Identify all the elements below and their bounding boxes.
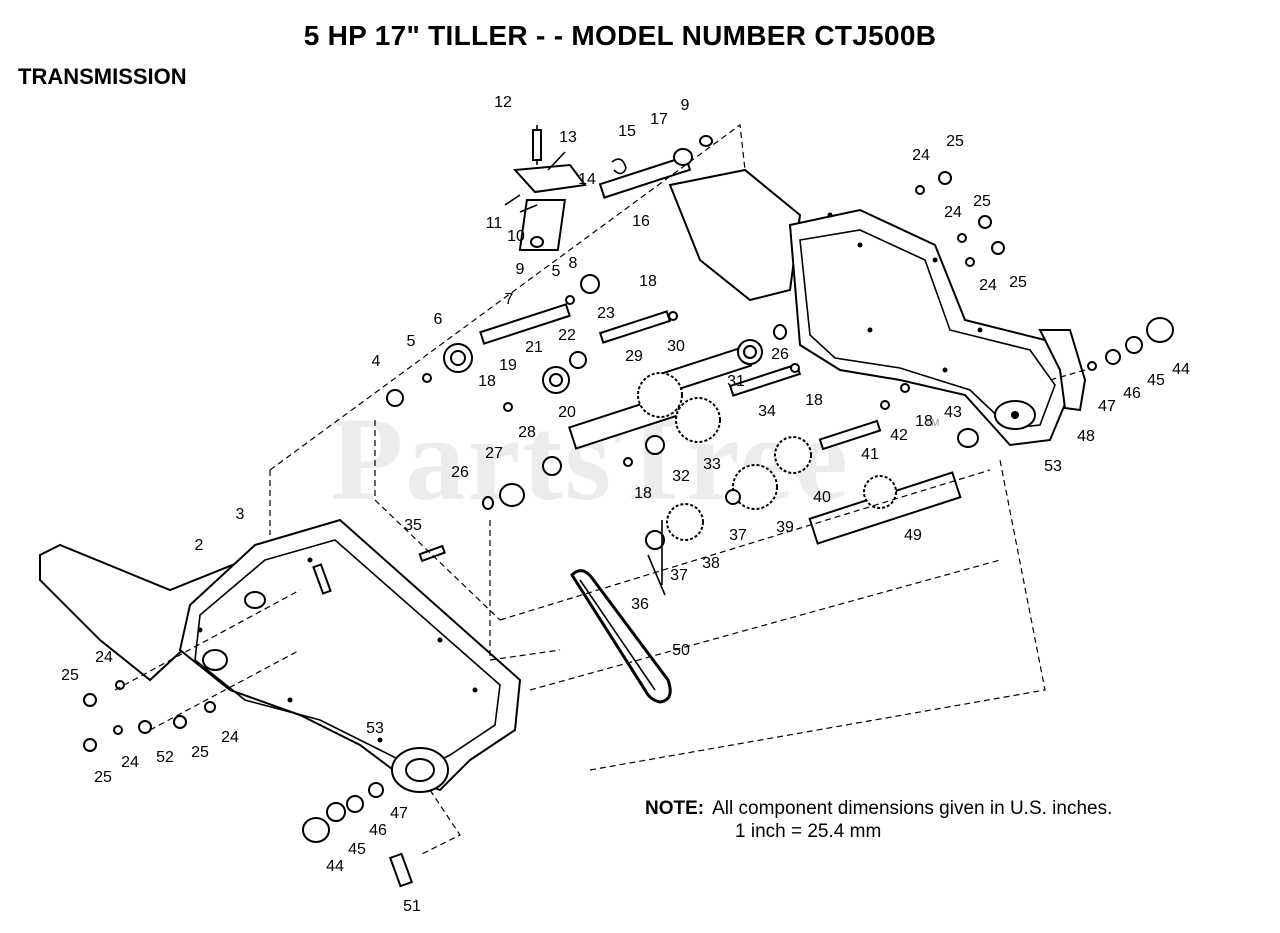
section-heading: TRANSMISSION — [18, 64, 187, 89]
callout-27: 27 — [485, 445, 503, 462]
leader-lines — [504, 151, 666, 596]
callout-28: 28 — [518, 424, 536, 441]
callout-31: 31 — [727, 373, 745, 390]
callout-41: 41 — [861, 446, 879, 463]
callout-18: 18 — [805, 392, 823, 409]
callout-34: 34 — [758, 403, 776, 420]
callout-43: 43 — [944, 404, 962, 421]
callout-15: 15 — [618, 123, 636, 140]
callout-51: 51 — [403, 898, 421, 915]
callout-12: 12 — [494, 94, 512, 111]
callout-16: 16 — [632, 213, 650, 230]
drive-chain — [570, 569, 672, 704]
callout-22: 22 — [558, 327, 576, 344]
callout-6: 6 — [433, 311, 443, 328]
callout-39: 39 — [776, 519, 794, 536]
callout-26: 26 — [771, 346, 789, 363]
callout-47: 47 — [1098, 398, 1116, 415]
callout-25: 25 — [191, 744, 209, 761]
callout-18: 18 — [639, 273, 657, 290]
callout-40: 40 — [813, 489, 831, 506]
callout-44: 44 — [1172, 361, 1190, 378]
callout-30: 30 — [667, 338, 685, 355]
callout-53: 53 — [366, 720, 384, 737]
callout-23: 23 — [597, 305, 615, 322]
callout-46: 46 — [369, 822, 387, 839]
callout-18: 18 — [478, 373, 496, 390]
callout-9: 9 — [515, 261, 525, 278]
callout-19: 19 — [499, 357, 517, 374]
callout-33: 33 — [703, 456, 721, 473]
callout-29: 29 — [625, 348, 643, 365]
callout-50: 50 — [672, 642, 690, 659]
callout-4: 4 — [371, 353, 381, 370]
callout-5: 5 — [406, 333, 416, 350]
callout-45: 45 — [1147, 372, 1165, 389]
callout-37: 37 — [670, 567, 688, 584]
callout-3: 3 — [235, 506, 245, 523]
callout-46: 46 — [1123, 385, 1141, 402]
shift-assembly — [512, 125, 713, 251]
watermark-tm: TM — [925, 418, 940, 429]
callout-7: 7 — [504, 291, 514, 308]
callout-48: 48 — [1077, 428, 1095, 445]
gears-sprockets — [443, 274, 979, 550]
callout-25: 25 — [973, 193, 991, 210]
callout-20: 20 — [558, 404, 576, 421]
callout-52: 52 — [156, 749, 174, 766]
callout-14: 14 — [578, 171, 596, 188]
callout-24: 24 — [221, 729, 239, 746]
callout-2: 2 — [194, 537, 204, 554]
callout-26: 26 — [451, 464, 469, 481]
callout-9: 9 — [680, 97, 690, 114]
callout-24: 24 — [912, 147, 930, 164]
diagram-title: 5 HP 17" TILLER - - MODEL NUMBER CTJ500B — [303, 20, 937, 51]
callout-24: 24 — [121, 754, 139, 771]
left-housing-half — [39, 518, 522, 793]
callout-18: 18 — [634, 485, 652, 502]
callout-36: 36 — [631, 596, 649, 613]
callout-24: 24 — [944, 204, 962, 221]
hardware — [83, 171, 1174, 888]
callout-42: 42 — [890, 427, 908, 444]
note-label: NOTE: — [645, 798, 705, 819]
callout-53: 53 — [1044, 458, 1062, 475]
callout-49: 49 — [904, 527, 922, 544]
alignment-lines — [114, 123, 1086, 856]
note-line-2: 1 inch = 25.4 mm — [735, 821, 882, 842]
callout-24: 24 — [95, 649, 113, 666]
callout-18: 18 — [915, 413, 933, 430]
callout-25: 25 — [946, 133, 964, 150]
callout-35: 35 — [404, 517, 422, 534]
callout-32: 32 — [672, 468, 690, 485]
callout-25: 25 — [61, 667, 79, 684]
note-line-1: All component dimensions given in U.S. i… — [712, 798, 1113, 819]
callout-24: 24 — [979, 277, 997, 294]
callout-44: 44 — [326, 858, 344, 875]
callout-11: 11 — [485, 215, 503, 232]
callout-8: 8 — [568, 255, 578, 272]
callout-17: 17 — [650, 111, 668, 128]
callout-10: 10 — [507, 228, 525, 245]
callout-21: 21 — [525, 339, 543, 356]
callout-37: 37 — [729, 527, 747, 544]
callout-45: 45 — [348, 841, 366, 858]
callout-13: 13 — [559, 129, 577, 146]
right-housing-half — [668, 168, 1087, 447]
callout-47: 47 — [390, 805, 408, 822]
callout-25: 25 — [94, 769, 112, 786]
callout-5: 5 — [551, 263, 561, 280]
dimensions-note: NOTE: All component dimensions given in U… — [645, 797, 1112, 821]
callout-38: 38 — [702, 555, 720, 572]
callout-25: 25 — [1009, 274, 1027, 291]
